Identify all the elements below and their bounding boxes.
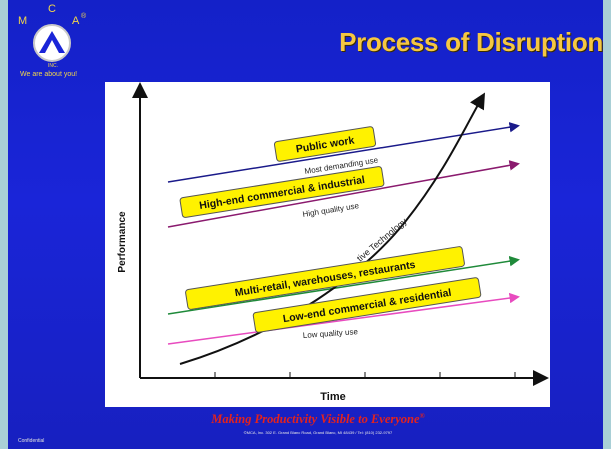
footer-slogan: Making Productivity Visible to Everyone® [211,412,425,427]
slide-title: Process of Disruption [339,27,603,57]
low-quality-use-label: Low quality use [303,327,359,340]
logo-registered: ® [81,13,87,20]
logo-tagline: We are about you! [20,71,78,78]
x-axis-ticks [214,372,516,378]
high-quality-line [167,160,520,228]
multi-retail-line [167,255,520,315]
confidential-label: Confidential [18,438,45,444]
low-quality-line [167,292,520,345]
logo-letter-m: M [18,15,28,27]
slide: M C A ® INC. We are about you! Process o… [8,0,603,449]
disruption-diagram: Performance Time tive Technology Most de… [117,82,549,403]
most-demanding-line [167,122,520,183]
logo-inc: INC. [48,63,58,69]
footer-address: ©MCA, Inc. 302 E. Grand Blanc Road, Gran… [243,430,393,435]
high-quality-use-label: High quality use [302,201,360,219]
public-work-box: Public work [273,126,377,162]
y-axis-label: Performance [117,211,128,273]
x-axis-label: Time [320,391,345,403]
logo-letter-a: A [72,15,80,27]
logo-letter-c: C [48,3,56,15]
diagram-panel: Performance Time tive Technology Most de… [105,82,550,407]
logo-emblem-icon [33,24,71,62]
